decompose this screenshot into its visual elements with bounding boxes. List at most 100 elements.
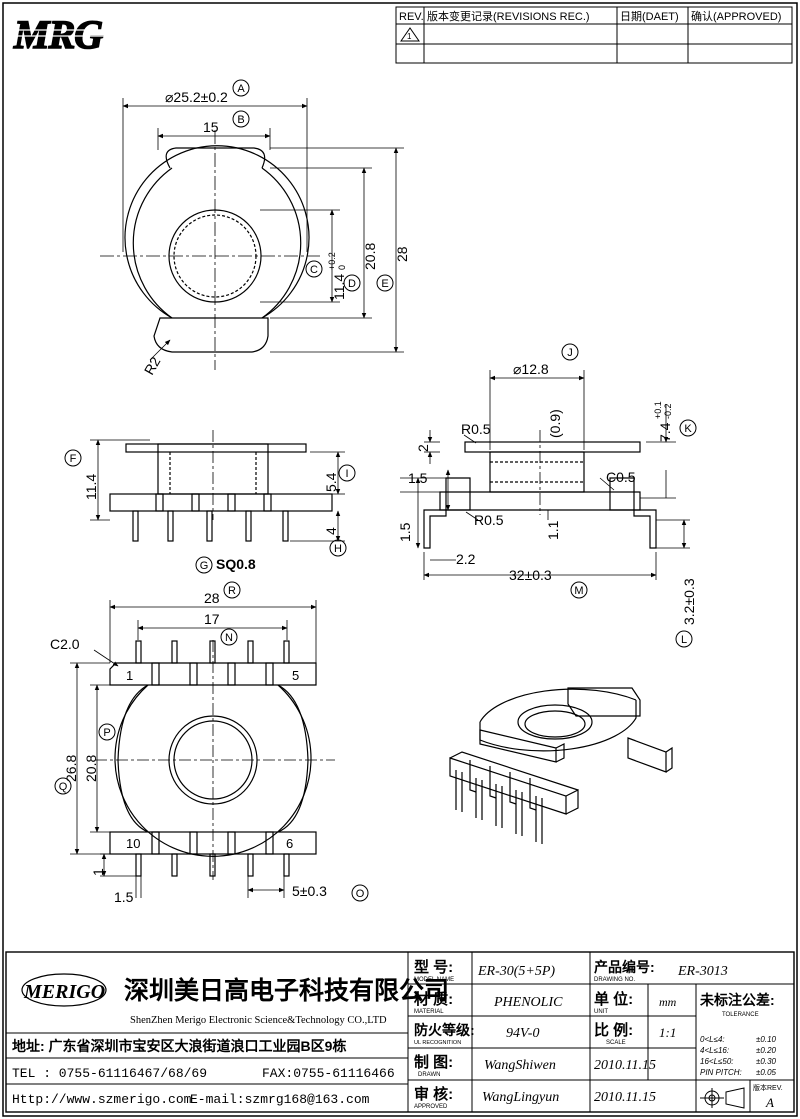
top-view-labels: ⌀25.2±0.2 15 11.4 +0.2 0 20.8 28 R2 — [141, 89, 410, 378]
callout-n: N — [225, 632, 233, 644]
approved-label: 审 核: — [414, 1085, 453, 1103]
callout-d: D — [348, 278, 356, 290]
front-view — [109, 430, 333, 542]
company-address: 地址: 广东省深圳市宝安区大浪街道浪口工业园B区9栋 — [12, 1038, 346, 1054]
drawing-no-label: 产品编号: — [594, 959, 655, 975]
dim-r-width: 28 — [204, 590, 220, 606]
callout-l: L — [681, 634, 687, 646]
callout-r: R — [228, 585, 236, 597]
dim-pin-height: 1.5 — [397, 522, 413, 542]
tolerance-range-2: 4<L≤16: — [700, 1046, 729, 1055]
drawing-no-sublabel: DRAWING NO. — [594, 977, 635, 983]
callout-circles: A B C D E F G H I J K L M N O P Q R — [54, 79, 697, 902]
tolerance-range-4: PIN PITCH: — [700, 1068, 742, 1077]
callout-j: J — [567, 347, 573, 359]
dim-c-tol-minus: 0 — [337, 265, 347, 270]
brand-logo: MERIGO — [23, 981, 105, 1003]
callout-b: B — [237, 114, 244, 126]
scale-sublabel: SCALE — [606, 1040, 626, 1046]
drawn-by: WangShiwen — [484, 1058, 556, 1073]
drawn-label: 制 图: — [414, 1053, 453, 1071]
dim-d-height: 20.8 — [362, 243, 378, 270]
drawn-sublabel: DRAWN — [418, 1072, 440, 1078]
tolerance-range-1: 0<L≤4: — [700, 1035, 725, 1044]
material-label: 材 质: — [414, 990, 453, 1008]
dim-k-height: 7.4 — [657, 422, 673, 442]
callout-k: K — [684, 423, 692, 435]
pin-number-5: 5 — [292, 668, 299, 683]
dim-c-tol-plus: +0.2 — [327, 252, 337, 270]
callout-m: M — [574, 585, 583, 597]
tolerance-label: 未标注公差: — [700, 992, 775, 1008]
material-sublabel: MATERIAL — [414, 1009, 444, 1015]
bottom-view-labels: 28 17 C2.0 1 5 10 6 26.8 20.8 1 1.5 5±0.… — [50, 590, 327, 905]
revision-mark: 1 — [407, 32, 412, 41]
dim-step-width: 1.5 — [408, 470, 428, 486]
rev-value: A — [765, 1095, 774, 1110]
dim-i-body: 5.4 — [323, 472, 339, 492]
dim-k-tol-plus: +0.1 — [653, 401, 663, 419]
chamfer-c05: C0.5 — [606, 469, 636, 485]
callout-o: O — [356, 888, 365, 900]
model-sublabel: MODEL NAME — [414, 977, 454, 983]
company-name-cn: 深圳美日高电子科技有限公司 — [124, 976, 449, 1005]
approved-date: 2010.11.15 — [594, 1090, 656, 1105]
logo-text: MRG — [13, 12, 103, 57]
fire-rating-sublabel: UL RECOGNITION — [414, 1040, 461, 1046]
callout-i: I — [345, 468, 348, 480]
changes-column-header: 版本变更记录(REVISIONS REC.) — [427, 9, 590, 23]
callout-f: F — [70, 453, 77, 465]
front-view-dimensions — [90, 439, 345, 542]
dim-j-diameter: ⌀12.8 — [513, 361, 549, 377]
projection-symbol-icon — [700, 1087, 745, 1109]
tolerance-value-3: ±0.30 — [756, 1057, 777, 1066]
rev-column-header: REV. — [399, 11, 424, 23]
dim-p-height: 20.8 — [83, 755, 99, 782]
bottom-view — [95, 640, 335, 880]
pin-square-size: SQ0.8 — [216, 556, 256, 572]
unit-label: 单 位: — [594, 990, 633, 1008]
pin-number-6: 6 — [286, 836, 293, 851]
dim-h-pin: 4 — [323, 527, 339, 535]
scale-value: 1:1 — [659, 1025, 676, 1040]
approved-sublabel: APPROVED — [414, 1104, 448, 1110]
callout-h: H — [334, 543, 342, 555]
dim-c-inner: 11.4 — [331, 274, 347, 300]
callout-q: Q — [59, 781, 68, 793]
radius-top: R0.5 — [461, 421, 491, 437]
unit-value: mm — [659, 995, 677, 1009]
drawn-date: 2010.11.15 — [594, 1058, 656, 1073]
pin-number-10: 10 — [126, 836, 140, 851]
tolerance-range-3: 16<L≤50: — [700, 1057, 734, 1066]
chamfer-c2: C2.0 — [50, 636, 80, 652]
callout-c: C — [310, 264, 318, 276]
approved-by: WangLingyun — [482, 1090, 559, 1105]
front-view-labels: 11.4 5.4 4 SQ0.8 — [83, 472, 339, 572]
side-view — [423, 430, 657, 549]
company-website: Http://www.szmerigo.com — [12, 1092, 192, 1107]
side-view-dimensions — [400, 370, 690, 580]
merigo-logo-swoosh-icon — [21, 973, 107, 1007]
model-value: ER-30(5+5P) — [477, 964, 555, 979]
material-value: PHENOLIC — [493, 995, 563, 1010]
revision-table: REV. 版本变更记录(REVISIONS REC.) 日期(DAET) 确认(… — [395, 6, 793, 64]
company-email: E-mail:szmrg168@163.com — [190, 1092, 370, 1107]
dim-pin-offset: 2.2 — [456, 551, 476, 567]
dim-a-diameter: ⌀25.2±0.2 — [165, 89, 228, 105]
dim-flange-thickness: 2 — [415, 444, 431, 452]
callout-p: P — [103, 727, 110, 739]
fire-rating-value: 94V-0 — [506, 1026, 539, 1041]
company-fax: FAX:0755-61116466 — [262, 1066, 395, 1081]
fire-rating-label: 防火等级: — [414, 1022, 475, 1038]
company-name-en: ShenZhen Merigo Electronic Science&Techn… — [130, 1015, 387, 1026]
side-view-labels: ⌀12.8 (0.9) R0.5 2 7.4 +0.1 -0.2 1.5 C0.… — [397, 361, 697, 625]
callout-e: E — [381, 278, 388, 290]
callout-a: A — [237, 83, 245, 95]
dim-q-height: 26.8 — [63, 755, 79, 782]
dim-k-tol-minus: -0.2 — [663, 403, 673, 419]
model-label: 型 号: — [414, 958, 453, 976]
top-view — [100, 130, 320, 370]
dim-flange-gap: (0.9) — [547, 409, 563, 438]
